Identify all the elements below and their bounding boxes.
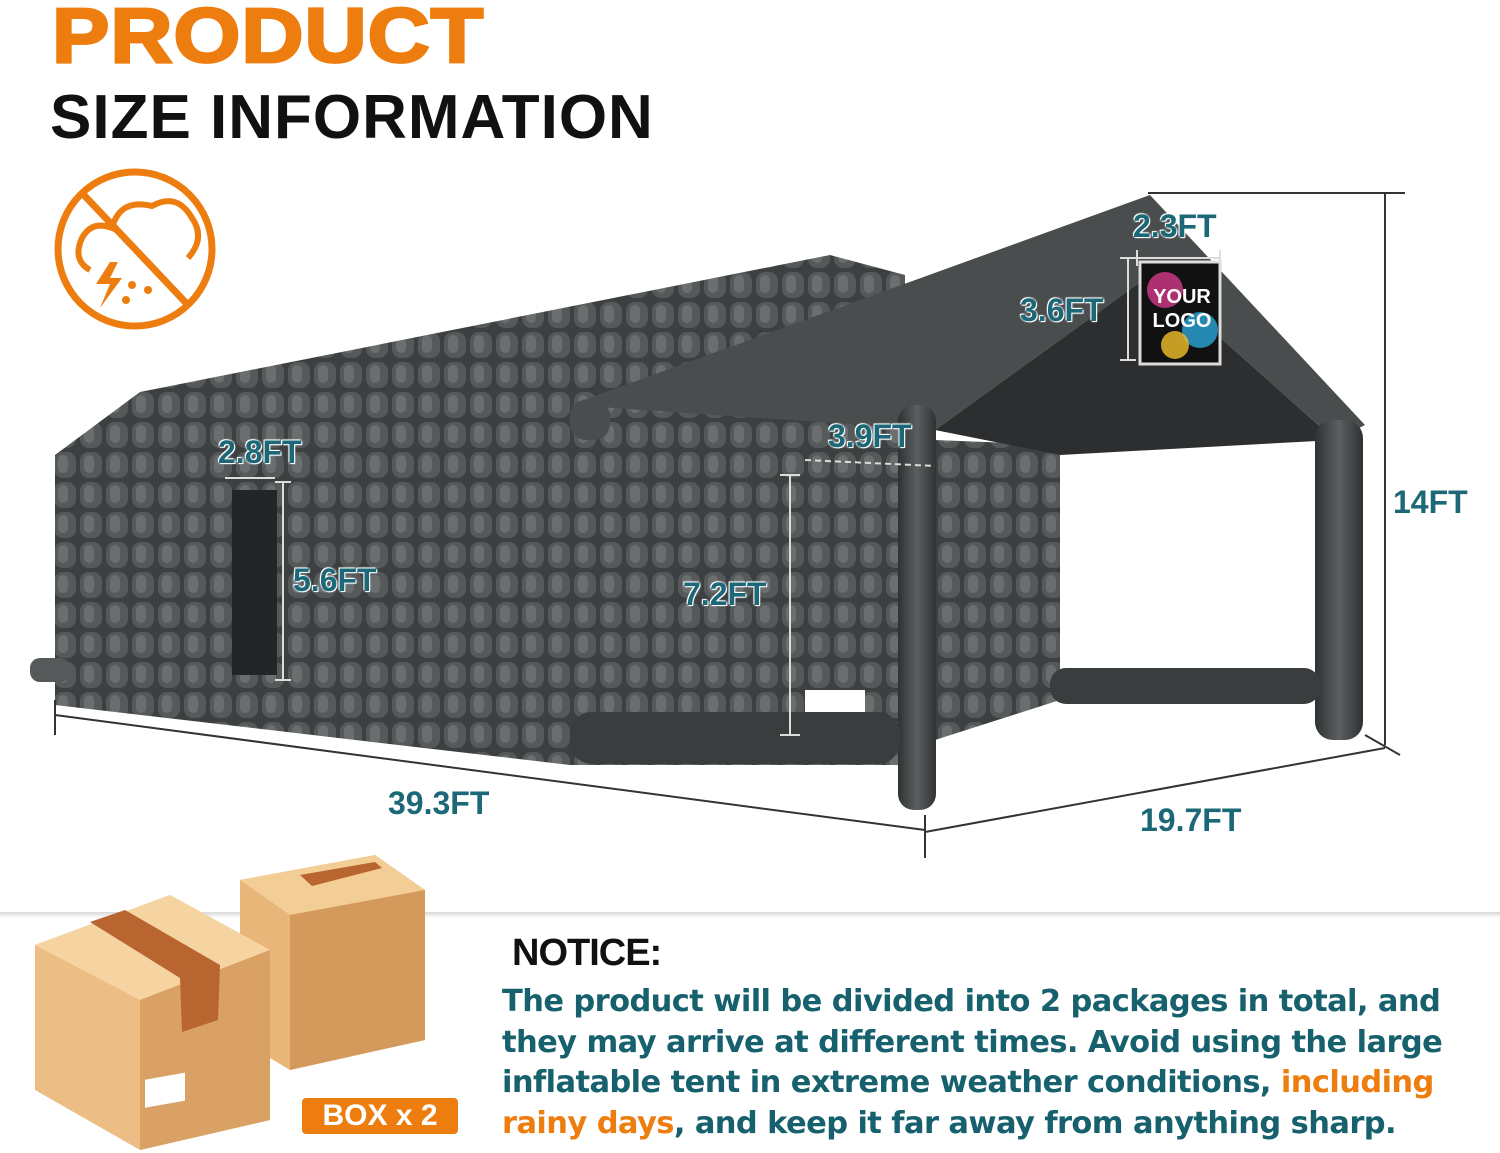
dim-total-height: 14FT xyxy=(1393,484,1468,520)
dim-door-width: 3.9FT xyxy=(828,418,912,454)
dim-window-width: 2.8FT xyxy=(218,434,302,470)
section-divider xyxy=(0,912,1500,918)
dim-width: 19.7FT xyxy=(1140,802,1242,838)
dim-logo-height: 3.6FT xyxy=(1020,292,1104,328)
notice-text-part1: The product will be divided into 2 packa… xyxy=(502,984,1443,1100)
dim-door-height: 7.2FT xyxy=(683,576,767,612)
cardboard-boxes-icon xyxy=(35,855,425,1150)
no-rain-storm-icon xyxy=(54,168,216,330)
dim-length: 39.3FT xyxy=(388,785,490,821)
dim-logo-width: 2.3FT xyxy=(1133,208,1217,244)
notice-text: The product will be divided into 2 packa… xyxy=(502,982,1492,1144)
title-size-information: SIZE INFORMATION xyxy=(50,83,654,152)
title-product: PRODUCT xyxy=(50,0,485,81)
logo-panel xyxy=(1138,260,1222,366)
box-count-badge: BOX x 2 xyxy=(302,1098,458,1134)
notice-heading: NOTICE: xyxy=(512,932,662,974)
notice-highlight: including rainy days xyxy=(502,1065,1434,1141)
logo-placeholder-text: YOUR LOGO xyxy=(1152,286,1212,332)
dim-window-height: 5.6FT xyxy=(293,562,377,598)
notice-text-part2: , and keep it far away from anything sha… xyxy=(673,1105,1397,1141)
